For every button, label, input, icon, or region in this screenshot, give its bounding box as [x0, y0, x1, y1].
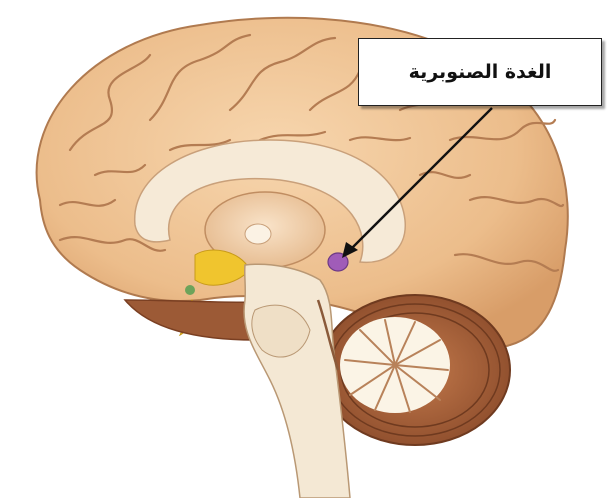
callout-label-box: الغدة الصنوبرية: [358, 38, 602, 106]
interthalamic-adhesion: [245, 224, 271, 244]
arbor-vitae: [340, 317, 450, 413]
pineal-gland-label: الغدة الصنوبرية: [409, 61, 552, 83]
optic-chiasm: [185, 285, 195, 295]
